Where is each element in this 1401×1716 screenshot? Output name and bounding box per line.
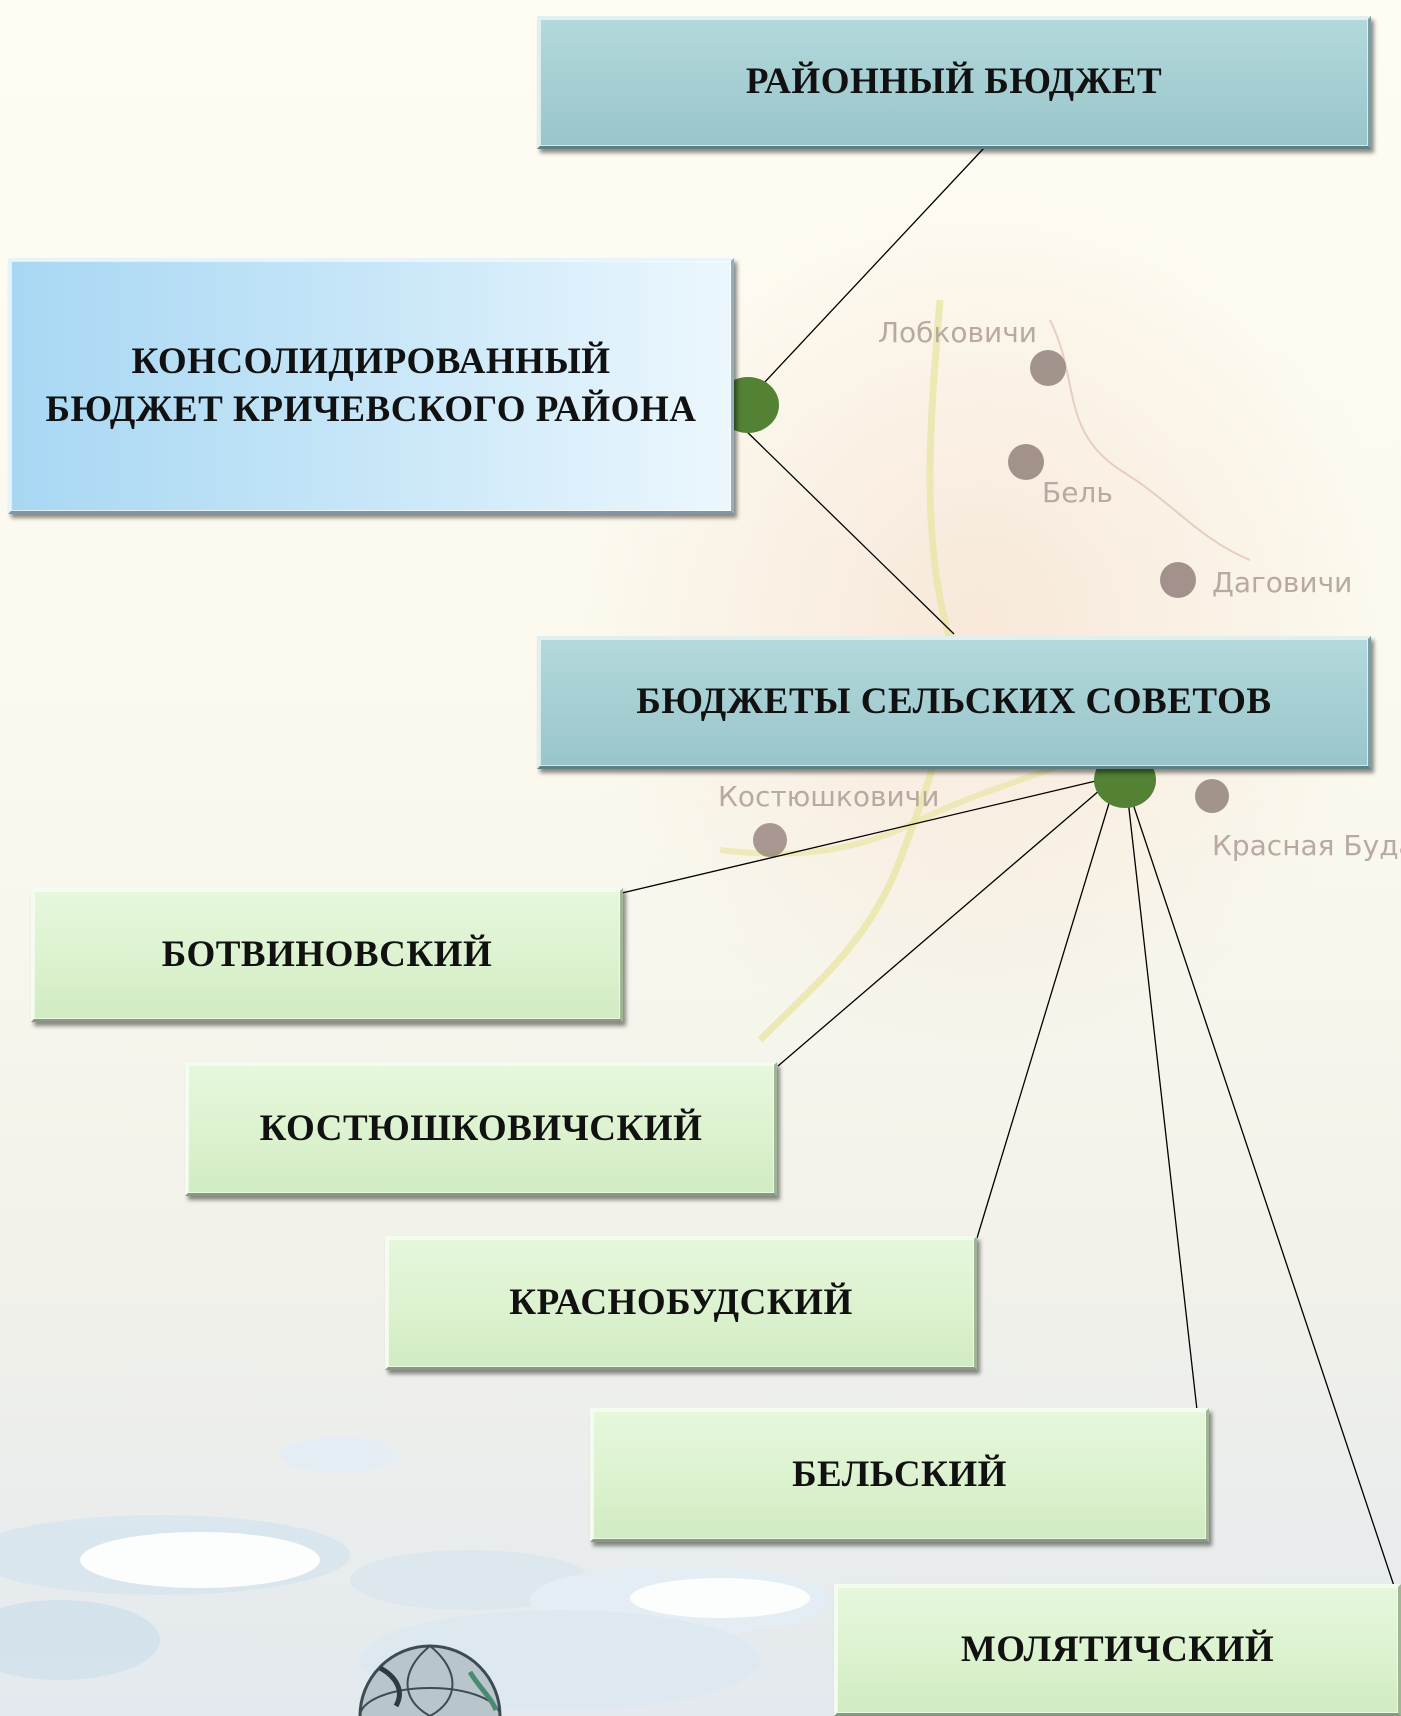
district-budget-box: РАЙОННЫЙ БЮДЖЕТ — [537, 16, 1371, 149]
globe-icon — [358, 1644, 502, 1716]
village-budgets-box: БЮДЖЕТЫ СЕЛЬСКИХ СОВЕТОВ — [537, 636, 1371, 769]
map-town-marker — [1160, 562, 1196, 598]
map-border — [1049, 319, 1251, 561]
map-label: Лобковичи — [878, 316, 1037, 349]
map-town-marker — [753, 823, 787, 857]
village-council-label: КОСТЮШКОВИЧСКИЙ — [259, 1107, 703, 1149]
map-town-marker — [1030, 350, 1066, 386]
map-label: Даговичи — [1212, 566, 1352, 599]
map-label: Бель — [1042, 476, 1113, 509]
village-council-label: МОЛЯТИЧСКИЙ — [960, 1628, 1275, 1670]
map-label: Красная Буда — [1212, 829, 1401, 862]
consolidated-budget-label: КОНСОЛИДИРОВАННЫЙ БЮДЖЕТ КРИЧЕВСКОГО РАЙ… — [45, 340, 697, 430]
village-council-label: КРАСНОБУДСКИЙ — [509, 1281, 853, 1323]
village-council-box: БЕЛЬСКИЙ — [590, 1408, 1209, 1542]
village-council-box: МОЛЯТИЧСКИЙ — [834, 1584, 1401, 1716]
district-budget-label: РАЙОННЫЙ БЮДЖЕТ — [745, 61, 1163, 103]
village-council-box: КОСТЮШКОВИЧСКИЙ — [185, 1062, 777, 1196]
village-council-label: БЕЛЬСКИЙ — [792, 1453, 1007, 1495]
consolidated-budget-box: КОНСОЛИДИРОВАННЫЙ БЮДЖЕТ КРИЧЕВСКОГО РАЙ… — [8, 258, 734, 514]
village-budgets-label: БЮДЖЕТЫ СЕЛЬСКИХ СОВЕТОВ — [636, 681, 1272, 723]
village-council-box: БОТВИНОВСКИЙ — [31, 888, 623, 1022]
map-label: Костюшковичи — [718, 780, 939, 813]
village-council-label: БОТВИНОВСКИЙ — [161, 933, 493, 975]
map-town-marker — [1008, 444, 1044, 480]
village-council-box: КРАСНОБУДСКИЙ — [385, 1236, 977, 1370]
map-town-marker — [1195, 779, 1229, 813]
